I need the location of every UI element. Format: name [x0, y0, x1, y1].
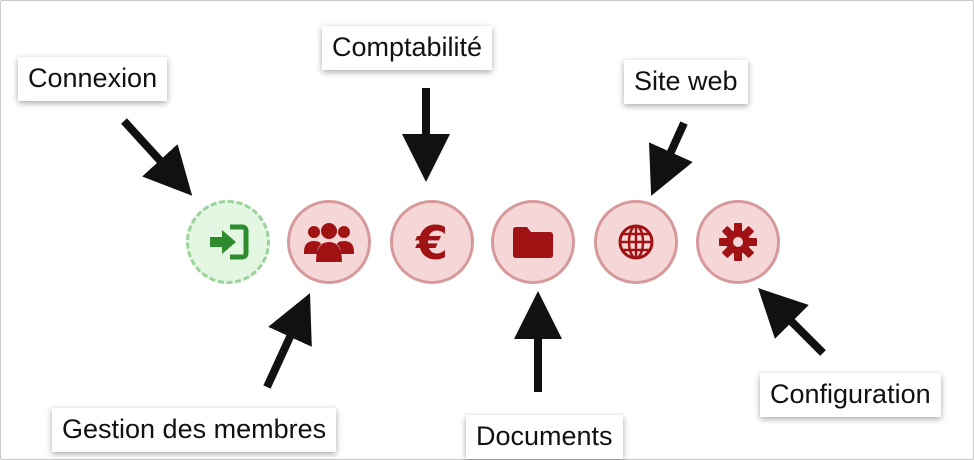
label-gestion-membres: Gestion des membres [52, 408, 337, 452]
arrow-gestion-membres [263, 293, 312, 389]
site-web-button[interactable] [594, 200, 678, 284]
documents-button[interactable] [491, 200, 575, 284]
label-connexion: Connexion [18, 57, 168, 101]
arrow-connexion [121, 118, 193, 196]
globe-icon [618, 224, 654, 260]
gear-icon [719, 223, 757, 261]
sign-in-icon [210, 224, 249, 260]
arrow-configuration [758, 288, 826, 356]
euro-icon: € [415, 216, 448, 270]
label-site-web: Site web [624, 60, 748, 104]
configuration-button[interactable] [696, 200, 780, 284]
users-icon [304, 223, 354, 262]
connexion-button[interactable] [186, 200, 270, 284]
label-configuration: Configuration [760, 373, 941, 417]
folder-icon [513, 227, 553, 258]
comptabilite-button[interactable]: € [390, 200, 474, 284]
label-documents: Documents [466, 415, 623, 459]
label-comptabilite: Comptabilité [322, 26, 493, 70]
gestion-membres-button[interactable] [287, 200, 371, 284]
arrow-site-web [648, 121, 693, 196]
